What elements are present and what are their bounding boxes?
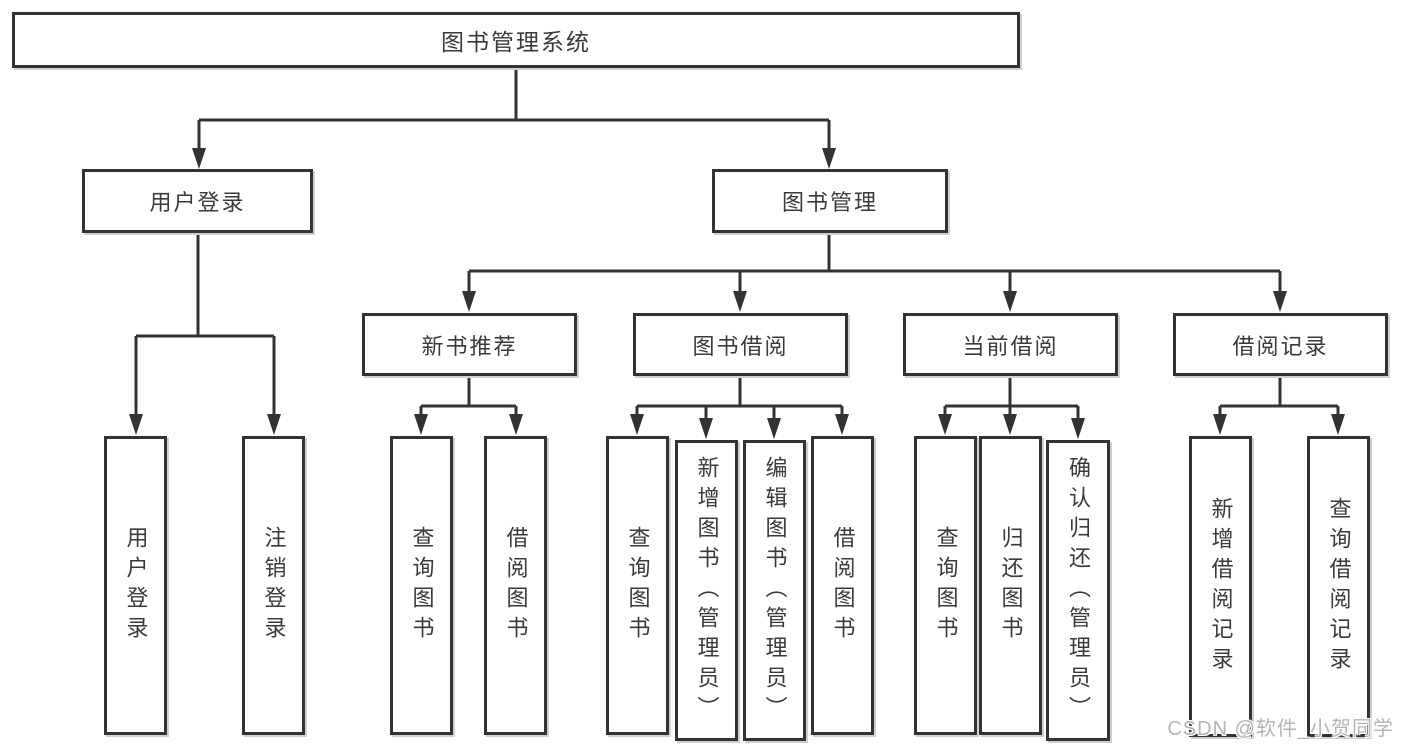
arrowhead <box>414 414 428 435</box>
node-label: 查询图书 <box>625 525 651 646</box>
node-label: 图书管理 <box>781 190 878 215</box>
connector-new-book-children <box>414 375 523 435</box>
leaf-borrow-books-recommend: 借阅图书 <box>484 436 547 735</box>
arrowhead <box>630 414 644 435</box>
leaf-user-login: 用户登录 <box>104 436 167 735</box>
connector-current-borrow-children <box>938 375 1085 439</box>
node-label: 图书管理系统 <box>441 29 591 55</box>
node-label: 借阅图书 <box>503 525 529 646</box>
arrowhead <box>1213 414 1227 435</box>
node-borrowing-records: 借阅记录 <box>1173 313 1388 376</box>
leaf-return-books: 归还图书 <box>979 436 1042 735</box>
arrowhead <box>267 414 281 435</box>
connector-book-borrow-children <box>630 375 849 439</box>
arrowhead <box>1071 418 1085 439</box>
leaf-query-borrow-record: 查询借阅记录 <box>1307 436 1370 737</box>
node-label: 注销登录 <box>261 525 287 646</box>
arrowhead <box>1331 414 1345 435</box>
arrowhead <box>192 148 206 169</box>
node-library-management-system: 图书管理系统 <box>12 12 1020 68</box>
node-label: 借阅图书 <box>830 525 856 646</box>
arrowhead <box>1003 291 1017 312</box>
arrowhead <box>462 291 476 312</box>
arrowhead <box>938 414 952 435</box>
node-book-management: 图书管理 <box>712 169 948 233</box>
leaf-query-books-current: 查询图书 <box>914 436 977 735</box>
csdn-watermark: CSDN @软件_小贺同学 <box>1167 718 1394 740</box>
arrowhead <box>822 148 836 169</box>
connector-root-to-level2 <box>192 66 836 169</box>
arrowhead <box>1003 414 1017 435</box>
node-label: 编辑图书（管理员） <box>762 455 788 726</box>
node-label: 当前借阅 <box>962 333 1059 359</box>
connector-user-login-children <box>129 232 281 435</box>
leaf-logout: 注销登录 <box>242 436 305 735</box>
connector-book-management-children <box>462 232 1287 312</box>
node-label: 归还图书 <box>998 525 1024 646</box>
arrowhead <box>767 418 781 439</box>
leaf-edit-books-admin: 编辑图书（管理员） <box>743 440 806 741</box>
node-label: 确认归还（管理员） <box>1066 455 1091 726</box>
arrowhead <box>733 291 747 312</box>
node-label: 查询借阅记录 <box>1326 496 1352 677</box>
connector-borrow-record-children <box>1213 375 1345 435</box>
node-new-book-recommend: 新书推荐 <box>362 313 577 376</box>
arrowhead <box>129 414 143 435</box>
node-label: 图书借阅 <box>692 333 789 359</box>
leaf-borrow-books: 借阅图书 <box>811 436 874 735</box>
leaf-add-borrow-record: 新增借阅记录 <box>1189 436 1252 737</box>
node-label: 借阅记录 <box>1232 333 1329 359</box>
arrowhead <box>1273 291 1287 312</box>
node-book-borrowing: 图书借阅 <box>633 313 848 376</box>
node-label: 新增图书（管理员） <box>694 455 720 726</box>
node-label: 用户登录 <box>149 190 246 215</box>
node-label: 用户登录 <box>123 525 149 646</box>
node-label: 查询图书 <box>933 525 959 646</box>
leaf-query-books-recommend: 查询图书 <box>390 436 453 735</box>
node-label: 新增借阅记录 <box>1208 496 1234 677</box>
arrowhead <box>835 414 849 435</box>
node-current-borrowing: 当前借阅 <box>903 313 1118 376</box>
arrowhead <box>699 418 713 439</box>
leaf-add-books-admin: 新增图书（管理员） <box>675 440 738 741</box>
node-label: 查询图书 <box>409 525 435 646</box>
node-user-login: 用户登录 <box>82 169 313 233</box>
leaf-query-books-borrowing: 查询图书 <box>606 436 669 735</box>
node-label: 新书推荐 <box>421 333 518 359</box>
leaf-confirm-return-admin: 确认归还（管理员） <box>1046 440 1110 741</box>
arrowhead <box>509 414 523 435</box>
